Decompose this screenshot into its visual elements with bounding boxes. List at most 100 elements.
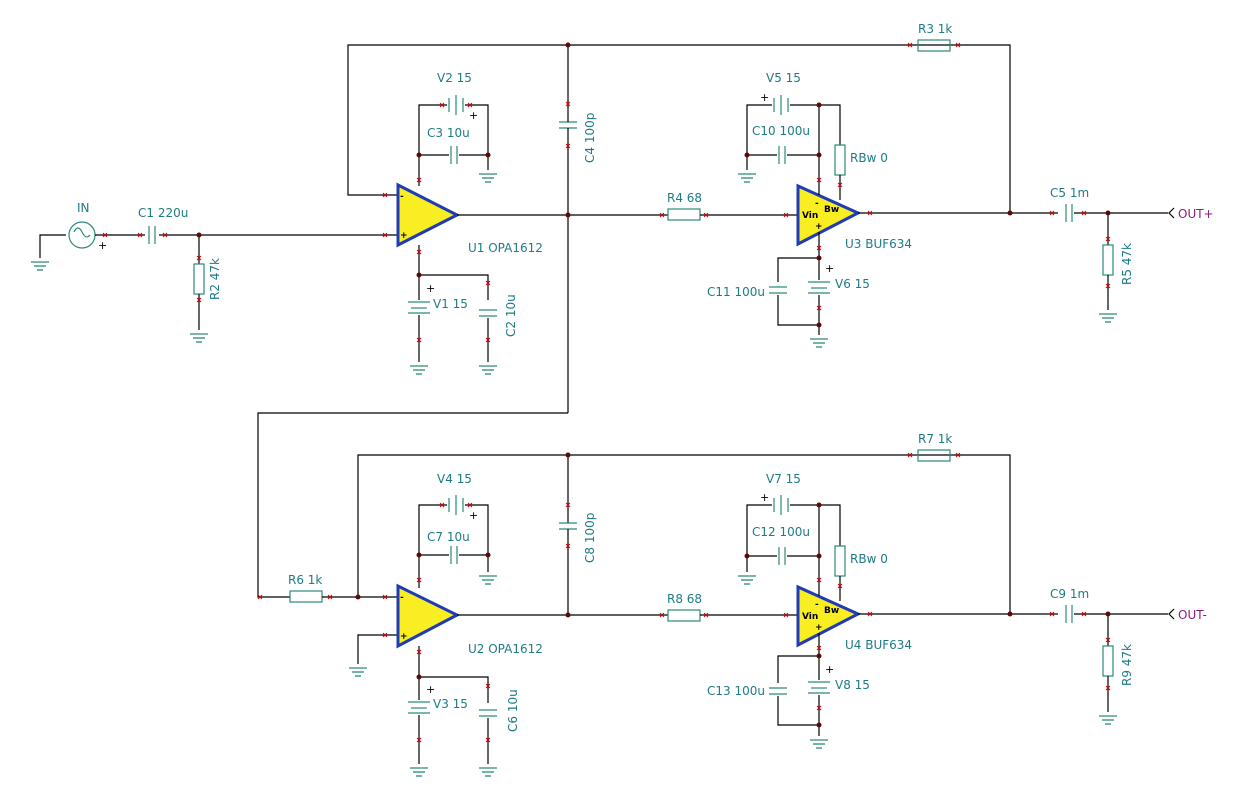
r8-body <box>667 609 701 622</box>
label-c5: C5 1m <box>1050 186 1089 200</box>
wire-v7-right <box>790 504 820 596</box>
ground-icon <box>1098 715 1118 725</box>
v6-plus: + <box>825 262 834 275</box>
u4-buffer[interactable] <box>796 584 862 648</box>
junction <box>485 552 491 558</box>
junction <box>1007 210 1013 216</box>
wire-v2-right <box>465 104 489 170</box>
label-r9: R9 47k <box>1120 644 1134 686</box>
pin-markers <box>102 42 1111 743</box>
out-neg-port-icon[interactable] <box>1168 608 1175 620</box>
label-u3: U3 BUF634 <box>845 237 912 251</box>
junction <box>416 674 422 680</box>
u4-minus: - <box>815 600 819 610</box>
junction <box>816 553 822 559</box>
junction <box>1007 611 1013 617</box>
wire-in-gnd <box>39 234 66 258</box>
lower-channel: R6 1k - + U2 OPA1612 + V4 15 C7 10u + V3 <box>288 432 1207 777</box>
v3-plus: + <box>426 683 435 696</box>
ground-icon <box>409 365 429 375</box>
u2-opamp[interactable] <box>396 583 461 649</box>
ground-icon <box>189 333 209 343</box>
ground-icon <box>30 261 50 271</box>
ground-icon <box>348 667 368 677</box>
u3-buffer[interactable] <box>796 183 862 247</box>
u3-vin: Vin <box>802 211 818 221</box>
wire-u2-plus-gnd <box>357 634 397 664</box>
junction <box>416 552 422 558</box>
wire-c11-bottom <box>777 295 819 326</box>
wire-v5-left <box>746 104 772 170</box>
junction <box>565 42 571 48</box>
r9-body <box>1102 645 1114 677</box>
port-out-pos[interactable]: OUT+ <box>1178 207 1214 221</box>
ground-icon <box>737 173 757 183</box>
label-c7: C7 10u <box>427 530 470 544</box>
label-u1: U1 OPA1612 <box>468 241 543 255</box>
ground-icon <box>478 173 498 183</box>
junction <box>416 152 422 158</box>
sine-wave-icon <box>73 227 91 238</box>
label-c8: C8 100p <box>583 513 597 563</box>
label-r3: R3 1k <box>918 22 952 36</box>
label-v2: V2 15 <box>437 71 472 85</box>
v2-plus: + <box>469 109 478 122</box>
label-c9: C9 1m <box>1050 587 1089 601</box>
label-v1: V1 15 <box>433 297 468 311</box>
label-c4: C4 100p <box>583 113 597 163</box>
junction <box>816 102 822 108</box>
label-v8: V8 15 <box>835 678 870 692</box>
r2-body <box>193 263 205 295</box>
u4-plus: + <box>815 623 823 633</box>
label-rbw1: RBw 0 <box>850 151 888 165</box>
ground-icon <box>409 767 429 777</box>
source-plus-label: + <box>98 239 107 252</box>
u3-bw: Bw <box>824 205 839 215</box>
junction <box>565 452 571 458</box>
out-pos-port-icon[interactable] <box>1168 207 1175 219</box>
junction <box>816 722 822 728</box>
label-r5: R5 47k <box>1120 243 1134 285</box>
u2-minus: - <box>400 593 404 603</box>
u4-vin: Vin <box>802 612 818 622</box>
wire-to-lower <box>257 412 568 598</box>
wire-v5-right <box>790 104 820 195</box>
wire-v2-left <box>418 104 447 186</box>
label-r7: R7 1k <box>918 432 952 446</box>
wire-v4-right <box>465 504 489 572</box>
wire-v3-top <box>418 646 489 703</box>
label-r4: R4 68 <box>667 191 702 205</box>
port-out-neg[interactable]: OUT- <box>1178 608 1207 622</box>
junction <box>565 612 571 618</box>
u1-plus: + <box>400 231 408 241</box>
u1-opamp[interactable] <box>396 182 461 248</box>
ground-icon <box>478 767 498 777</box>
ground-icon <box>478 575 498 585</box>
junction <box>744 553 750 559</box>
wire-v1-top <box>418 245 489 300</box>
wire-feedback-bottom <box>357 454 1011 615</box>
wire-rbw2-top <box>819 504 841 546</box>
junction <box>485 152 491 158</box>
label-v7: V7 15 <box>766 472 801 486</box>
label-v5: V5 15 <box>766 71 801 85</box>
v7-plus: + <box>760 491 769 504</box>
wire-v8-top <box>777 633 820 683</box>
junction <box>744 152 750 158</box>
label-c3: C3 10u <box>427 126 470 140</box>
label-u2: U2 OPA1612 <box>468 642 543 656</box>
label-r8: R8 68 <box>667 592 702 606</box>
junction <box>816 322 822 328</box>
label-u4: U4 BUF634 <box>845 638 912 652</box>
label-v6: V6 15 <box>835 277 870 291</box>
v8-plus: + <box>825 663 834 676</box>
junction <box>196 232 202 238</box>
r5-body <box>1102 244 1114 276</box>
ground-icon <box>809 338 829 348</box>
junction <box>416 272 422 278</box>
r3-body <box>917 39 951 52</box>
rbw2-body <box>834 545 846 577</box>
u3-plus: + <box>815 222 823 232</box>
label-c10: C10 100u <box>752 124 810 138</box>
